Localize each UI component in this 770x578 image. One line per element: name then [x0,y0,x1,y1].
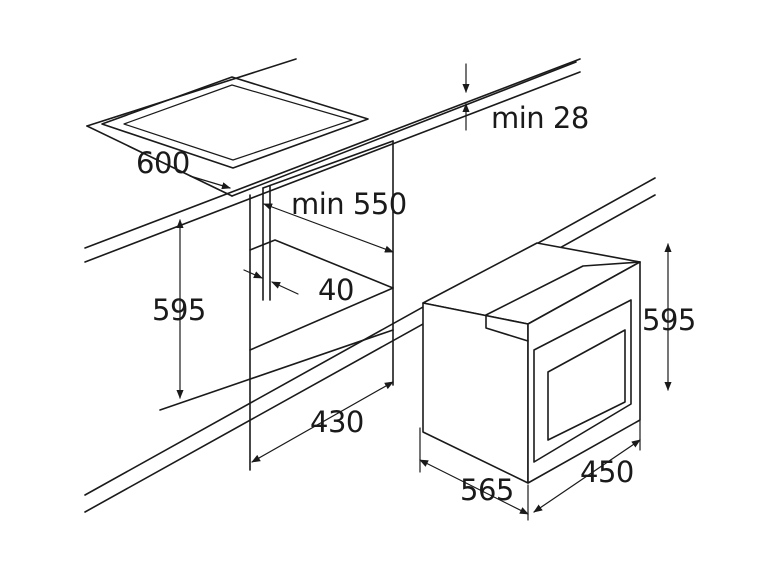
dim-niche-depth-label: min 550 [291,187,407,221]
oven-door-window [547,329,626,441]
dim-gap-label: 40 [318,273,354,307]
dim-niche-height: 595 [152,219,206,399]
oven-door-outline [533,299,632,463]
dim-oven-height: 595 [642,243,696,391]
dim-niche-width-line [251,381,394,463]
worktop-back-edge-line [86,58,297,127]
dim-oven-width: 450 [533,419,641,513]
plinth-top-line [84,177,656,496]
worktop-left-edge-line [86,125,233,197]
dim-oven-width-line [533,439,641,513]
dim-niche-height-label: 595 [152,293,206,327]
dim-niche-depth: min 550 [263,187,407,253]
dim-oven-depth-label: 565 [460,473,514,507]
dim-gap: 40 [243,269,354,307]
oven-front-frame-top [485,261,641,316]
worktop-underside-line [84,71,581,263]
hob-outline [101,76,369,169]
niche-shelf-front [249,287,394,351]
dim-worktop-thickness-label: min 28 [491,101,589,135]
dim-oven-width-label: 450 [580,455,634,489]
dim-oven-depth-line [419,459,529,515]
oven [422,242,641,484]
oven-side-face [422,302,529,484]
dim-gap-arrow-left [243,269,263,279]
niche-floor-line [159,329,394,411]
dim-hob-width: 600 [136,146,231,190]
worktop-bottom-edge-line [84,58,581,249]
dim-niche-width-label: 430 [310,405,364,439]
dim-gap-arrow-right [271,281,299,295]
dim-oven-height-label: 595 [642,303,696,337]
worktop-front-edge-line [231,61,577,197]
dim-hob-width-arrow [189,175,231,190]
dim-niche-width: 430 [251,381,394,463]
dim-niche-depth-line [263,203,394,253]
hob [101,76,369,169]
hob-inner-outline [123,84,353,161]
dim-oven-depth: 565 [419,427,529,521]
dim-worktop-thickness: min 28 [462,63,589,135]
dim-hob-width-label: 600 [136,146,190,180]
worktop [84,58,581,263]
niche-top-line [262,140,394,189]
oven-front-frame-step [485,314,529,342]
